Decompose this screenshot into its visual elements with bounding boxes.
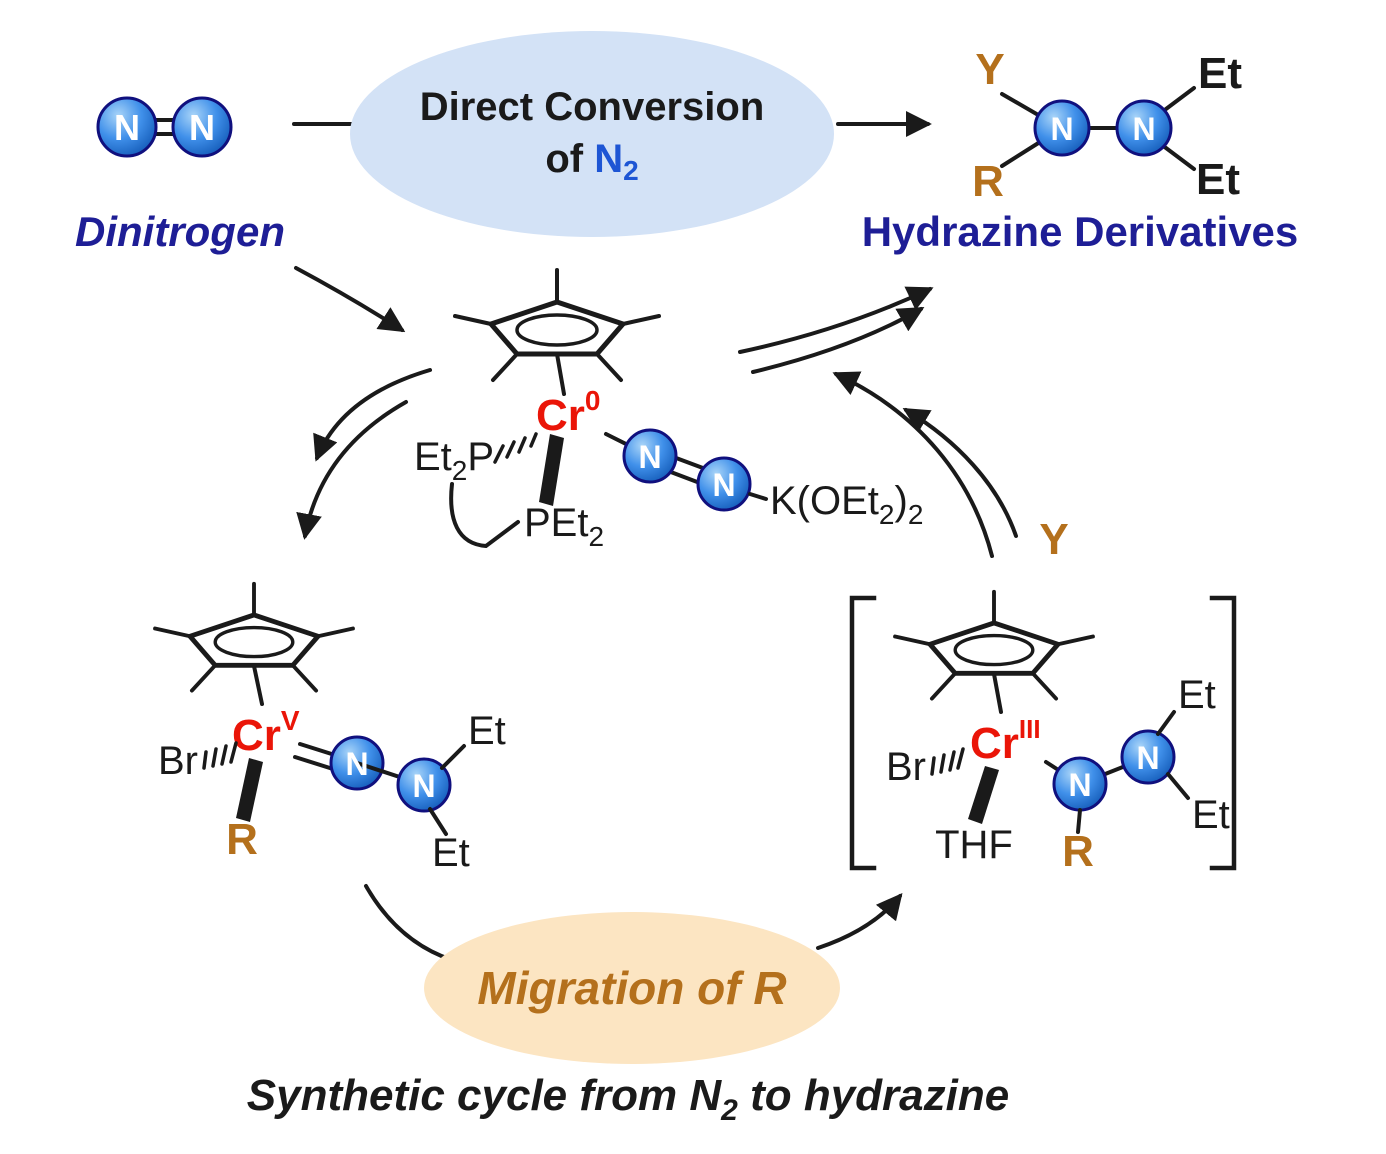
- wedge-bond-cr-p: [539, 434, 564, 506]
- ethyl-label: Et: [1192, 793, 1230, 837]
- wedge-bond-cr-thf: [968, 766, 999, 824]
- nitrogen-sphere: [96, 96, 158, 158]
- hash-bond-br-cr: [202, 741, 238, 770]
- nitrogen-sphere: [171, 96, 233, 158]
- wedge-bond-cr-r: [236, 758, 263, 822]
- ethyl-label: Et: [1196, 155, 1240, 204]
- nitrogen-atom-label: N: [1136, 740, 1159, 776]
- cr0-complex: Cr0 Et2P PEt2 N N K(OEt2)2: [414, 270, 923, 552]
- crIII-complex: CrIII Br THF N N R Et Et: [849, 592, 1237, 876]
- arrow-to-migration: [364, 884, 454, 962]
- nitrogen-atom-label: N: [114, 107, 140, 148]
- nitrogen-atom-label: N: [1132, 111, 1155, 147]
- hash-bond-br-cr: [930, 747, 965, 776]
- pet2-ligand-label: PEt2: [524, 501, 604, 552]
- nitrogen-sphere: [1120, 729, 1176, 785]
- nitrogen-atom-label: N: [1050, 111, 1073, 147]
- direct-conversion-ellipse: Direct Conversion of N2: [350, 31, 834, 237]
- conversion-title-line2: of N2: [545, 137, 638, 186]
- arrow-left-down-2: [296, 400, 408, 540]
- arrow-left-down-1: [313, 368, 432, 462]
- ethyl-label: Et: [468, 709, 506, 753]
- y-reagent-label: Y: [1039, 515, 1068, 564]
- et2p-ligand-label: Et2P: [414, 435, 494, 486]
- migration-ellipse: Migration of R: [424, 912, 840, 1064]
- dinitrogen-molecule: N N: [96, 96, 233, 158]
- left-bracket: [849, 595, 877, 871]
- crV-metal-label: CrV: [232, 705, 300, 760]
- nitrogen-atom-label: N: [1068, 767, 1091, 803]
- arrow-to-hydrazine-2: [751, 307, 925, 374]
- ethyl-label: Et: [432, 831, 470, 875]
- migration-label: Migration of R: [477, 962, 786, 1014]
- nitrogen-sphere: [622, 428, 678, 484]
- cr0-metal-label: Cr0: [536, 385, 600, 440]
- hash-bond-cr-p: [493, 432, 538, 464]
- nitrogen-sphere: [396, 757, 452, 813]
- ethyl-label: Et: [1198, 49, 1242, 98]
- nitrogen-sphere: [696, 456, 752, 512]
- figure-caption: Synthetic cycle from N2 to hydrazine: [247, 1071, 1009, 1127]
- conversion-title-line1: Direct Conversion: [420, 85, 765, 129]
- arrow-right-up-2: [902, 407, 1018, 538]
- right-bracket: [1209, 595, 1237, 871]
- crV-complex: CrV Br R N N Et Et: [155, 584, 506, 875]
- arrow-dinitrogen-to-complex: [294, 266, 406, 333]
- crIII-metal-label: CrIII: [970, 714, 1041, 768]
- arrow-right-up-1: [832, 371, 994, 558]
- nitrogen-atom-label: N: [345, 746, 368, 782]
- thf-ligand-label: THF: [935, 823, 1013, 867]
- r-substituent-label: R: [226, 815, 258, 864]
- potassium-etherate-label: K(OEt2)2: [770, 479, 923, 530]
- hydrazine-derivative-structure: N N Y R Et Et: [972, 45, 1242, 206]
- r-substituent-label: R: [972, 157, 1004, 206]
- hydrazine-derivatives-label: Hydrazine Derivatives: [862, 208, 1299, 255]
- ethyl-label: Et: [1178, 673, 1216, 717]
- arrow-to-hydrazine-1: [738, 286, 934, 354]
- nitrogen-atom-label: N: [638, 439, 661, 475]
- cycle-arrows: [294, 266, 1018, 962]
- arrow-from-migration: [816, 892, 903, 950]
- nitrogen-atom-label: N: [712, 467, 735, 503]
- nitrogen-atom-label: N: [189, 107, 215, 148]
- bromide-label: Br: [158, 739, 198, 783]
- r-substituent-label: R: [1062, 827, 1094, 876]
- phosphine-backbone: [449, 482, 520, 549]
- bromide-label: Br: [886, 745, 926, 789]
- y-substituent-label: Y: [975, 45, 1004, 94]
- nitrogen-sphere: [1033, 99, 1091, 157]
- dinitrogen-label: Dinitrogen: [75, 208, 285, 255]
- nitrogen-atom-label: N: [412, 768, 435, 804]
- nitrogen-sphere: [1115, 99, 1173, 157]
